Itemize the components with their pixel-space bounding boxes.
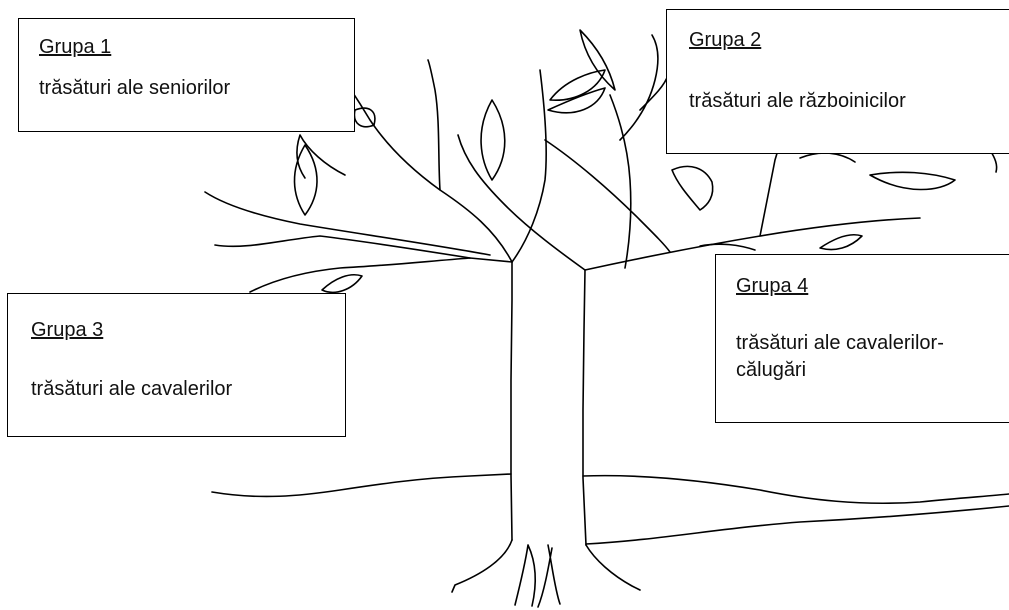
branch-middle-2 bbox=[457, 134, 586, 271]
ground-line-lower bbox=[585, 505, 1009, 545]
leaf-middle-1 bbox=[480, 99, 506, 181]
leaf-left-up-2 bbox=[353, 107, 376, 128]
leaf-right-3 bbox=[819, 233, 863, 251]
branch-middle-5 bbox=[619, 34, 659, 141]
leaf-right-1 bbox=[671, 165, 714, 211]
root-left bbox=[451, 539, 513, 593]
leaf-middle-3 bbox=[549, 69, 606, 101]
leaf-left-low bbox=[321, 274, 363, 294]
branch-right-2 bbox=[699, 243, 756, 251]
group-2-box: Grupa 2 trăsături ale războinicilor bbox=[666, 9, 1009, 154]
ground-line-right bbox=[582, 474, 1009, 505]
group-1-title: Grupa 1 bbox=[39, 36, 112, 58]
group-1-description: trăsături ale seniorilor bbox=[39, 77, 231, 99]
leaf-middle-5 bbox=[639, 74, 669, 111]
group-2-title: Grupa 2 bbox=[689, 29, 762, 51]
leaf-left-up-1 bbox=[293, 144, 318, 216]
root-middle-right bbox=[537, 544, 561, 608]
ground-line-left bbox=[211, 473, 512, 498]
branch-middle-3 bbox=[544, 139, 671, 253]
leaf-middle-2 bbox=[547, 87, 606, 114]
group-2-description: trăsături ale războinicilor bbox=[689, 90, 906, 112]
branch-middle-4 bbox=[609, 94, 632, 269]
branch-left-up-1 bbox=[329, 59, 513, 263]
branch-left-up-3 bbox=[296, 134, 346, 179]
group-4-title: Grupa 4 bbox=[736, 275, 809, 297]
group-4-description: trăsături ale cavalerilor-călugări bbox=[736, 332, 944, 381]
group-3-title: Grupa 3 bbox=[31, 319, 104, 341]
branch-right-4 bbox=[799, 152, 856, 163]
group-1-box: Grupa 1 trăsături ale seniorilor bbox=[18, 18, 355, 132]
root-right bbox=[585, 544, 641, 591]
root-middle-left bbox=[514, 544, 537, 607]
branch-right-3 bbox=[759, 149, 779, 237]
leaf-middle-4 bbox=[579, 29, 616, 91]
trunk-right-edge bbox=[582, 269, 587, 546]
branch-left-up-2 bbox=[427, 59, 441, 191]
group-4-box: Grupa 4 trăsături ale cavalerilor-călugă… bbox=[715, 254, 1009, 423]
branch-left-lower-3 bbox=[214, 235, 471, 259]
trunk-left-edge bbox=[510, 261, 513, 541]
group-3-box: Grupa 3 trăsături ale cavalerilor bbox=[7, 293, 346, 437]
branch-left-lower-1 bbox=[249, 257, 513, 293]
leaf-right-2 bbox=[869, 171, 956, 191]
group-3-description: trăsături ale cavalerilor bbox=[31, 378, 233, 400]
branch-left-lower-2 bbox=[204, 191, 491, 256]
branch-middle-1 bbox=[511, 69, 547, 263]
